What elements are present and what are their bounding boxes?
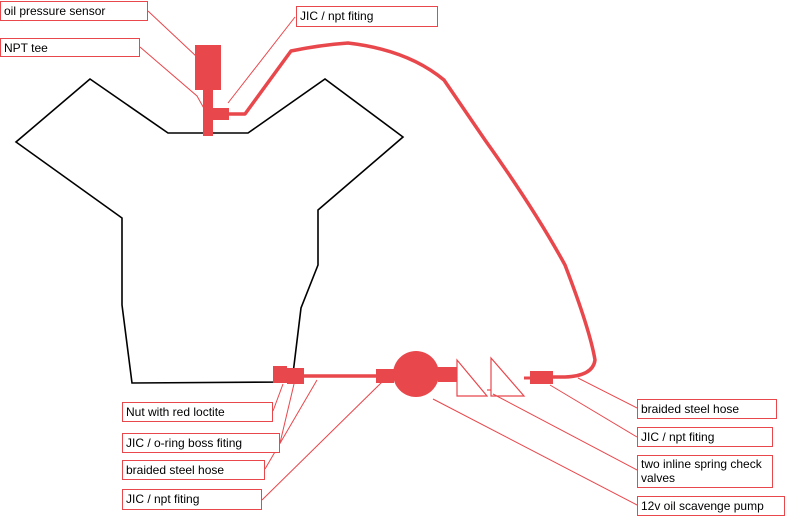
label-jic-npt-right: JIC / npt fiting <box>637 427 773 447</box>
leader-jic-oring-boss <box>279 383 295 444</box>
leader-check-valves <box>492 393 638 471</box>
check-valve-2-icon <box>490 356 526 397</box>
jic-npt-top-fitting-icon <box>213 108 229 120</box>
label-jic-npt-bottom-left: JIC / npt fiting <box>122 489 262 510</box>
leader-jic-npt-top <box>227 16 296 104</box>
leader-braided-hose-left <box>264 379 318 470</box>
npt-tee-icon <box>203 90 213 136</box>
jic-npt-right-fitting-icon <box>530 371 553 384</box>
leader-scavenge-pump <box>432 398 638 506</box>
leader-lines <box>139 10 638 506</box>
engine-block-outline <box>14 77 405 384</box>
pump-outlet-fitting-icon <box>438 367 457 382</box>
nut-red-loctite-icon <box>273 366 287 383</box>
label-braided-hose-left: braided steel hose <box>122 460 265 480</box>
label-oil-pressure-sensor: oil pressure sensor <box>0 1 148 21</box>
leader-oil-pressure-sensor <box>147 10 198 58</box>
scavenge-pump-icon <box>393 351 439 397</box>
label-jic-oring-boss: JIC / o-ring boss fiting <box>122 433 280 453</box>
leader-jic-npt-bottom-left <box>261 381 383 501</box>
jic-oring-boss-fitting-icon <box>287 368 304 384</box>
leader-jic-npt-right <box>549 384 638 438</box>
label-nut-red-loctite: Nut with red loctite <box>122 402 273 422</box>
label-braided-hose-right: braided steel hose <box>637 399 777 419</box>
label-npt-tee: NPT tee <box>0 38 140 57</box>
leader-nut-red-loctite <box>272 383 284 412</box>
leader-npt-tee <box>139 46 207 113</box>
label-scavenge-pump: 12v oil scavenge pump <box>637 496 785 516</box>
return-hose-line <box>227 41 597 379</box>
oil-pressure-sensor-icon <box>195 45 221 90</box>
label-jic-npt-top: JIC / npt fiting <box>296 6 438 27</box>
leader-braided-hose-right <box>577 377 638 409</box>
label-check-valves: two inline spring check valves <box>637 455 773 488</box>
check-valve-1-icon <box>456 358 489 397</box>
pump-inlet-fitting-icon <box>376 369 394 383</box>
